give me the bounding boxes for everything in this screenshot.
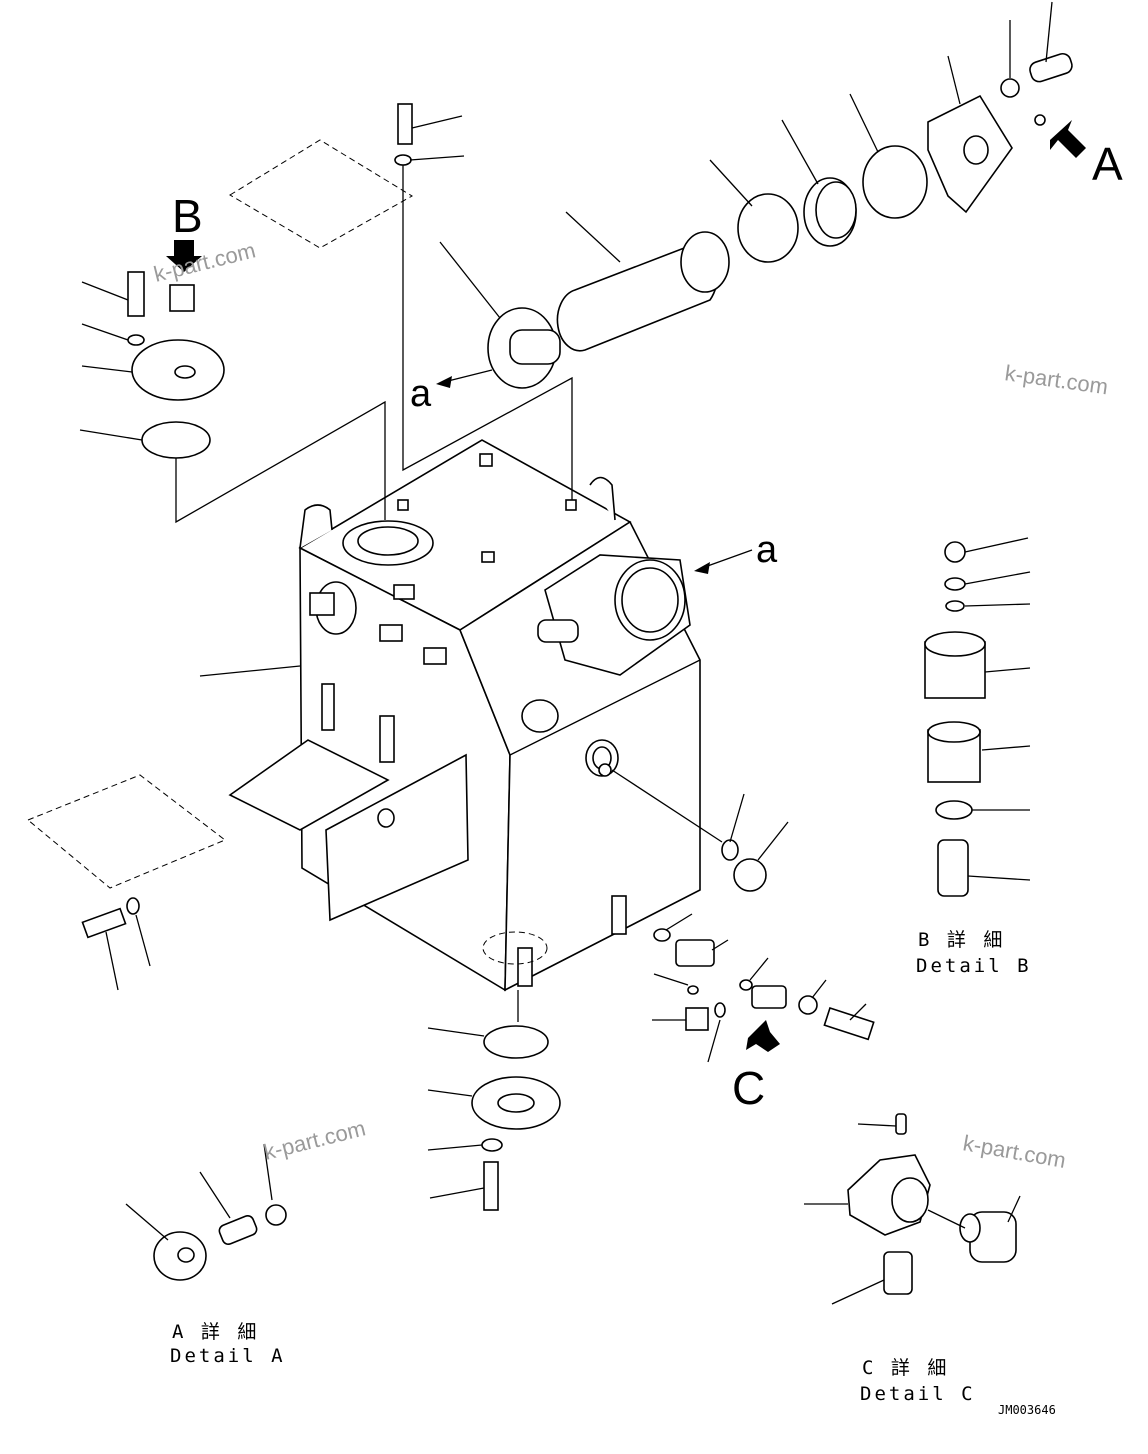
watermark-2: k-part.com	[1003, 360, 1109, 399]
return-filter-assembly	[487, 52, 1073, 389]
detail-b-en-label: Detail B	[916, 955, 1032, 977]
direction-arrow-a-left	[436, 369, 493, 388]
watermark-1: k-part.com	[151, 237, 258, 286]
detail-c-en-label: Detail C	[860, 1383, 976, 1405]
view-label-a-lower-left: a	[410, 373, 432, 415]
detail-b-parts	[924, 537, 1031, 897]
direction-arrow-a-right	[694, 549, 753, 574]
view-label-a-lower-right: a	[756, 529, 778, 571]
view-label-c: C	[732, 1062, 765, 1114]
mount-bolt	[81, 897, 151, 991]
cover-bolt	[394, 103, 465, 166]
hydraulic-tank	[228, 439, 701, 992]
leader-lines	[79, 1, 1053, 1063]
bottom-drain-parts	[427, 990, 561, 1211]
drawing-code: JM003646	[998, 1403, 1056, 1417]
detail-b-jp-label: B 詳 細	[918, 929, 1005, 951]
detail-a-parts	[125, 1143, 287, 1281]
detail-c-parts	[598, 763, 1021, 1305]
left-mounting-plate	[27, 774, 226, 889]
detail-c-jp-label: C 詳 細	[862, 1357, 949, 1379]
view-arrow-c	[746, 1020, 780, 1052]
top-cover-plate	[229, 139, 413, 249]
breather-assembly	[127, 160, 573, 524]
watermark-3: k-part.com	[261, 1115, 368, 1164]
view-arrow-b	[166, 240, 202, 272]
detail-a-en-label: Detail A	[170, 1345, 286, 1367]
view-label-b: B	[172, 190, 203, 242]
view-label-a: A	[1092, 138, 1123, 190]
detail-a-jp-label: A 詳 細	[172, 1321, 259, 1343]
watermark-4: k-part.com	[961, 1130, 1068, 1173]
view-arrow-a	[1050, 120, 1086, 158]
